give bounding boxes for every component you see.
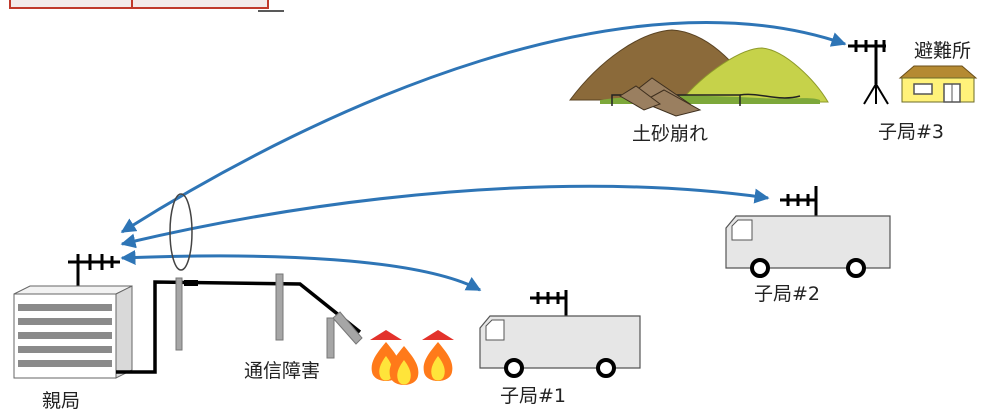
comm-failure-label: 通信障害 — [244, 360, 320, 382]
server-rack-icon — [13, 285, 133, 379]
link-to-child2 — [120, 184, 770, 249]
utility-pole-icon — [175, 273, 363, 359]
truck-icon — [725, 186, 891, 278]
truck-icon — [479, 290, 641, 378]
antenna-icon — [848, 40, 889, 105]
landslide-label: 土砂崩れ — [632, 123, 708, 145]
child2-label: 子局#2 — [754, 283, 820, 305]
antenna-icon — [68, 254, 120, 290]
wireless-links — [120, 20, 847, 292]
cropped-box-remnant — [9, 0, 284, 12]
link-to-child1 — [120, 249, 482, 292]
shelter-label: 避難所 — [914, 40, 971, 62]
link-to-child3 — [120, 20, 847, 234]
fire-icon — [370, 330, 454, 385]
house-icon — [898, 65, 978, 103]
parent-station-label: 親局 — [42, 390, 80, 411]
child1-label: 子局#1 — [500, 385, 566, 407]
hill-icon — [568, 29, 829, 117]
child3-label: 子局#3 — [878, 121, 944, 143]
wired-cable — [116, 280, 362, 374]
disruption-ring — [169, 193, 193, 271]
